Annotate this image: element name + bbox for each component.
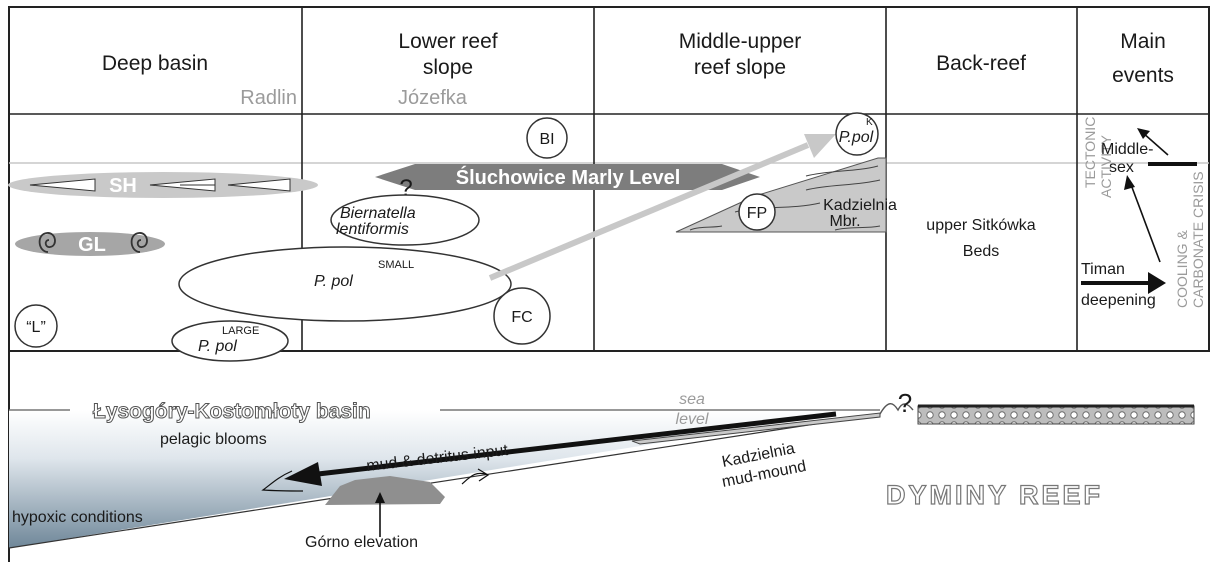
gl-band: GL	[15, 232, 165, 256]
arrow-timan-to-middlesex	[1129, 181, 1161, 263]
sea-level-label-1: sea	[679, 391, 705, 408]
dyminy-reef-body	[917, 405, 1195, 425]
ppol-k-circle	[835, 112, 879, 156]
sh-band: SH	[8, 172, 318, 198]
sluchowice-label: Śluchowice Marly Level	[456, 165, 681, 189]
ppol-k-label: P.pol	[839, 129, 874, 146]
col-header-deep-basin: Deep basin	[102, 52, 208, 75]
bi-label: BI	[539, 131, 554, 148]
l-circle	[14, 304, 58, 348]
l-label: “L”	[26, 319, 46, 336]
kadzielnia-mbr-label-2: Mbr.	[829, 213, 860, 230]
arrowhead	[1124, 175, 1135, 190]
upper-sitkowka-label-1: upper Sitkówka	[926, 217, 1035, 234]
ppol-large-superscript: LARGE	[222, 325, 259, 337]
cooling-label-2: CARBONATE CRISIS	[1190, 171, 1206, 308]
pelagic-blooms-label: pelagic blooms	[160, 431, 267, 448]
locality-radlin: Radlin	[240, 87, 297, 109]
timan-label-2: deepening	[1081, 292, 1156, 309]
col-header-back-reef: Back-reef	[936, 52, 1026, 75]
reef-question-mark: ?	[898, 388, 912, 418]
kadzielnia-member-wedge: Kadzielnia Mbr. FP	[675, 157, 897, 233]
sea-level-label-2: level	[676, 411, 709, 428]
locality-jozefka: Józefka	[398, 87, 468, 109]
sh-label: SH	[109, 175, 137, 197]
biernatella-label-2: lentiformis	[336, 221, 409, 238]
mud-input-arrowhead	[284, 462, 322, 486]
reef-front	[879, 403, 914, 415]
tectonic-label-1: TECTONIC	[1082, 117, 1098, 188]
sluchowice-marly-level: Śluchowice Marly Level ?	[375, 164, 760, 202]
gl-label: GL	[78, 234, 106, 256]
col-header-main-events-2: events	[1112, 64, 1174, 87]
middlesex-label-1: Middle-	[1101, 141, 1153, 158]
fc-circle	[493, 287, 551, 345]
cooling-label-1: COOLING &	[1174, 230, 1190, 308]
current-arrow-right	[461, 468, 490, 485]
kadzielnia-mud-mound-shape	[631, 412, 881, 445]
basin-water	[9, 410, 838, 548]
kadzielnia-mbr-label-1: Kadzielnia	[823, 197, 897, 214]
biernatella-label-1: Biernatella	[340, 205, 416, 222]
col-header-lower-reef-2: slope	[423, 56, 473, 79]
fp-label: FP	[747, 205, 767, 222]
cross-section: Łysogóry-Kostomłoty basin sea level pela…	[8, 351, 1195, 562]
timan-label-1: Timan	[1081, 261, 1125, 278]
timan-arrowhead	[1148, 272, 1166, 294]
gorno-elevation-shape	[325, 476, 445, 505]
col-header-lower-reef-1: Lower reef	[398, 30, 497, 53]
tectonic-label-2: ACTIVITY	[1098, 134, 1114, 198]
col-header-main-events-1: Main	[1120, 30, 1166, 53]
col-header-middle-upper-2: reef slope	[694, 56, 786, 79]
table-frame	[8, 6, 1210, 352]
ppol-small-superscript: SMALL	[378, 259, 414, 271]
fc-label: FC	[511, 309, 532, 326]
ppol-large: P. pol LARGE	[171, 320, 289, 362]
hypoxic-label: hypoxic conditions	[12, 509, 143, 526]
column-headers: Deep basin Lower reef slope Middle-upper…	[102, 30, 1174, 109]
middlesex-label-2: sex	[1109, 159, 1134, 176]
ammonoid-icon	[130, 232, 148, 253]
current-arrow-left	[261, 470, 304, 492]
basin-name: Łysogóry-Kostomłoty basin	[93, 400, 371, 423]
gorno-label: Górno elevation	[305, 534, 418, 551]
ammonoid-icon	[38, 232, 56, 253]
dyminy-reef-label: DYMINY REEF	[886, 480, 1103, 510]
basin-floor	[8, 413, 881, 549]
ppol-small-label: P. pol	[314, 273, 353, 290]
arrowhead	[1137, 128, 1150, 139]
main-events: TECTONIC ACTIVITY COOLING & CARBONATE CR…	[1081, 117, 1206, 309]
arrowhead	[375, 492, 385, 503]
facies-table	[8, 6, 1210, 352]
mud-input-arrow-shaft	[317, 411, 837, 477]
ppol-k-superscript: K	[866, 117, 873, 128]
biernatella-lentiformis: Biernatella lentiformis	[330, 194, 480, 246]
col-header-middle-upper-1: Middle-upper	[679, 30, 802, 53]
upper-sitkowka-label-2: Beds	[963, 243, 999, 260]
fp-circle	[738, 193, 776, 231]
ppol-small: P. pol SMALL	[178, 246, 512, 322]
arrow-to-middlesex	[1141, 131, 1169, 156]
bi-circle	[526, 117, 568, 159]
light-gray-arrow	[488, 134, 836, 281]
ppol-large-label: P. pol	[198, 338, 237, 355]
